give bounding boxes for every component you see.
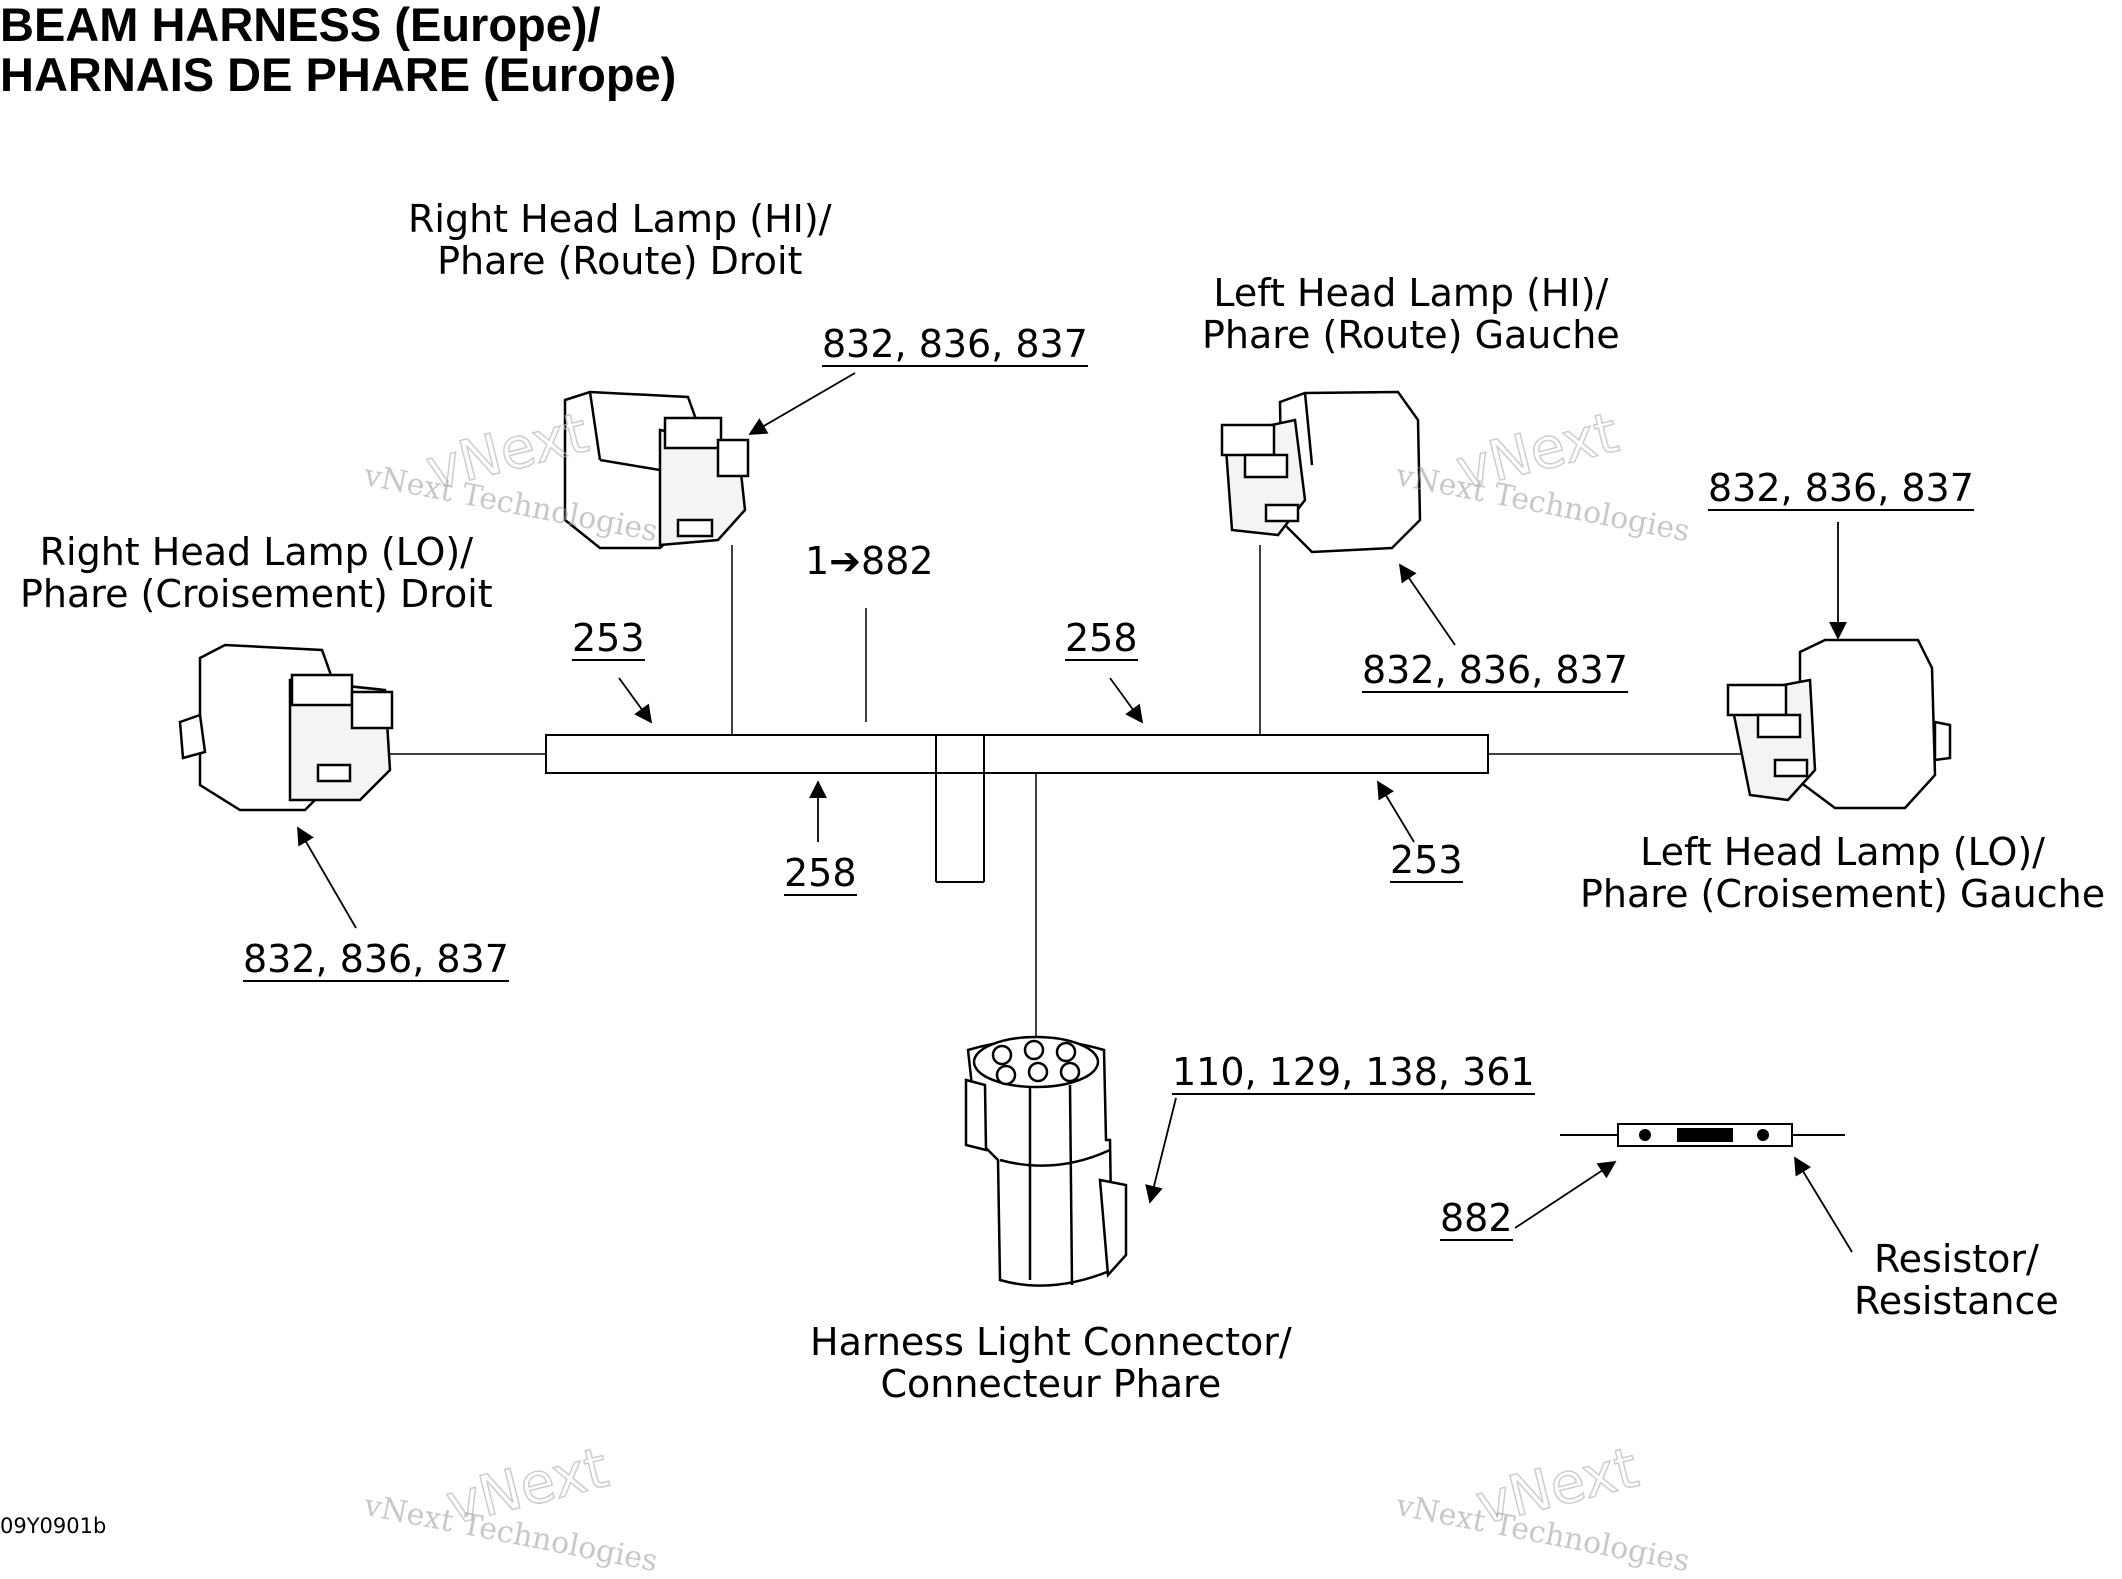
ref-resistor-part: 882 xyxy=(1440,1196,1513,1241)
drawing-code: 09Y0901b xyxy=(0,1514,107,1538)
ref-right-hi-parts: 832, 836, 837 xyxy=(822,322,1088,367)
harness-light-connector xyxy=(964,1035,1128,1287)
ref-left-lo-parts: 832, 836, 837 xyxy=(1362,648,1628,693)
branch-note-882: 1➔882 xyxy=(805,539,934,583)
label-left-head-lamp-lo: Left Head Lamp (LO)/ Phare (Croisement) … xyxy=(1580,831,2105,915)
ref-right-lo-parts: 832, 836, 837 xyxy=(243,937,509,982)
ref-harness-right-top: 258 xyxy=(1065,616,1138,661)
harness-diagram xyxy=(178,372,1952,1287)
label-line: Harness Light Connector/ xyxy=(810,1320,1292,1364)
ref-connector-parts: 110, 129, 138, 361 xyxy=(1172,1050,1535,1095)
leader-arrows xyxy=(297,372,1853,1253)
right-head-lamp-lo xyxy=(178,643,394,812)
label-right-head-lamp-hi: Right Head Lamp (HI)/ Phare (Route) Droi… xyxy=(408,198,832,282)
label-left-head-lamp-hi: Left Head Lamp (HI)/ Phare (Route) Gauch… xyxy=(1202,272,1620,356)
page-title: BEAM HARNESS (Europe)/ HARNAIS DE PHARE … xyxy=(0,0,676,100)
right-head-lamp-hi xyxy=(563,390,750,550)
harness-trunk xyxy=(545,734,1489,883)
branch-wires xyxy=(384,545,1750,1040)
title-line-1: BEAM HARNESS (Europe)/ xyxy=(0,0,601,51)
label-line: Right Head Lamp (LO)/ xyxy=(39,530,474,574)
ref-harness-left-top: 253 xyxy=(572,616,645,661)
label-line: Phare (Croisement) Droit xyxy=(20,572,493,616)
title-line-2: HARNAIS DE PHARE (Europe) xyxy=(0,48,677,101)
label-line: Right Head Lamp (HI)/ xyxy=(408,197,832,241)
label-line: Phare (Croisement) Gauche xyxy=(1580,872,2106,916)
ref-harness-left-bottom: 258 xyxy=(784,851,857,896)
label-line: Phare (Route) Gauche xyxy=(1202,313,1620,357)
label-line: Left Head Lamp (HI)/ xyxy=(1213,271,1609,315)
ref-left-hi-parts: 832, 836, 837 xyxy=(1708,466,1974,511)
label-line: Phare (Route) Droit xyxy=(437,239,803,283)
resistor xyxy=(1560,1123,1845,1147)
label-line: Connecteur Phare xyxy=(880,1362,1222,1406)
left-head-lamp-lo xyxy=(1726,638,1952,810)
label-line: Resistor/ xyxy=(1873,1237,2039,1281)
label-harness-light-connector: Harness Light Connector/ Connecteur Phar… xyxy=(810,1321,1292,1405)
label-line: Left Head Lamp (LO)/ xyxy=(1640,830,2045,874)
label-right-head-lamp-lo: Right Head Lamp (LO)/ Phare (Croisement)… xyxy=(20,531,493,615)
ref-harness-right-bottom: 253 xyxy=(1390,838,1463,883)
left-head-lamp-hi xyxy=(1220,390,1422,554)
label-resistor: Resistor/ Resistance xyxy=(1854,1238,2059,1322)
label-line: Resistance xyxy=(1854,1279,2059,1323)
